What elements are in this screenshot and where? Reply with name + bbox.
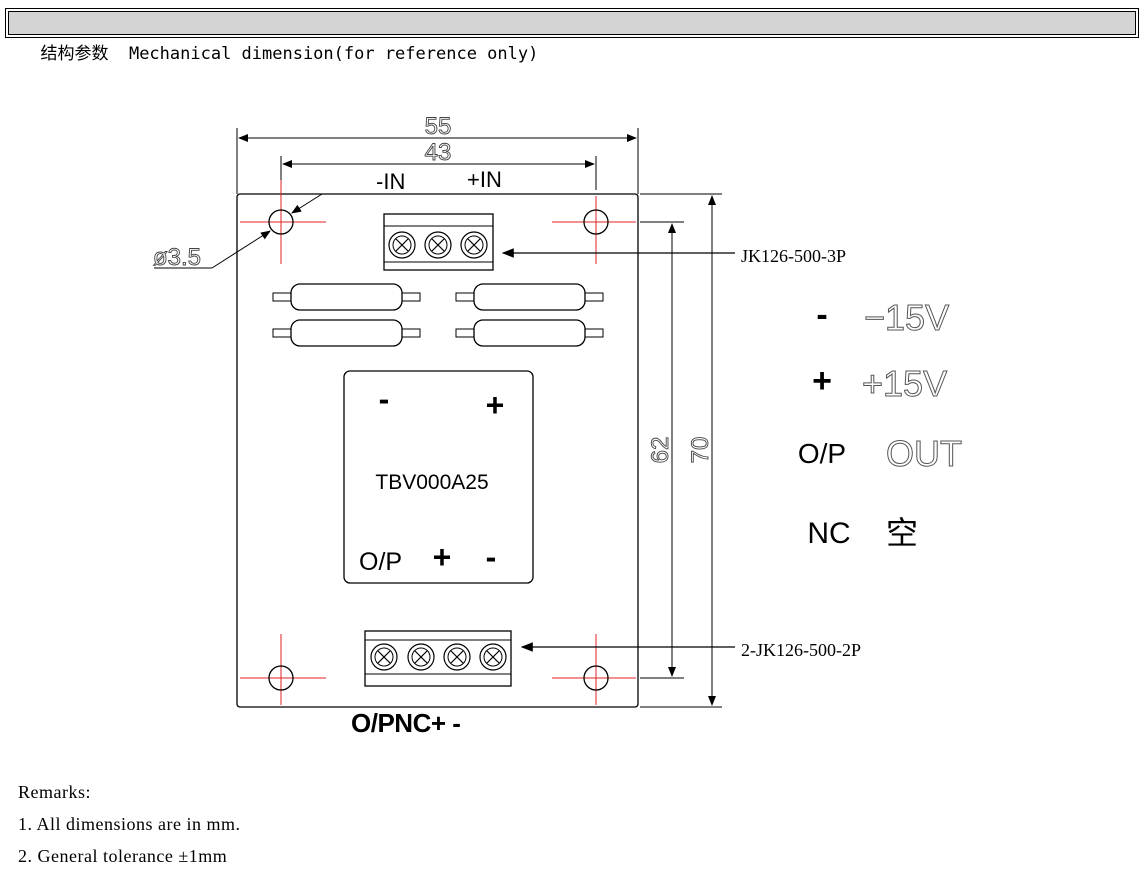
terminal-screw-icon: [370, 643, 398, 671]
terminal-screw-icon: [388, 231, 416, 259]
module-bottom-plus-label: +: [433, 539, 452, 575]
resistor-component: [455, 319, 604, 347]
terminal-screw-icon: [443, 643, 471, 671]
dim-width-label: 55: [425, 113, 452, 140]
legend-symbol: +: [812, 362, 832, 400]
remark-item: 2. General tolerance ±1mm: [18, 846, 228, 866]
section-header: 结构参数 Mechanical dimension(for reference …: [5, 8, 1139, 64]
legend-meaning: 空: [886, 515, 918, 551]
remark-item: 1. All dimensions are in mm.: [18, 814, 241, 834]
legend-meaning: +15V: [862, 363, 947, 404]
terminal-block-top: [383, 213, 494, 271]
connector-top-label: JK126-500-3P: [741, 246, 846, 266]
legend-symbol: O/P: [798, 438, 846, 469]
terminal-screw-icon: [479, 643, 507, 671]
legend-meaning: OUT: [886, 433, 962, 474]
resistor-component: [272, 283, 421, 311]
module-outline: [343, 370, 534, 584]
remarks-section: Remarks: 1. All dimensions are in mm. 2.…: [18, 776, 241, 872]
legend-meaning: −15V: [864, 297, 949, 338]
dim-hole-span-h-label: 43: [425, 139, 452, 166]
mounting-hole-bottom-left: [240, 634, 326, 705]
connector-bottom-label: 2-JK126-500-2P: [741, 640, 861, 660]
resistor-component: [455, 283, 604, 311]
legend-symbol: -: [816, 296, 827, 334]
input-minus-label: -IN: [376, 169, 405, 194]
hole-diameter-label: ø3.5: [153, 244, 201, 271]
mounting-hole-top-right: [552, 196, 636, 264]
module-plus-label: +: [486, 387, 505, 423]
terminal-screw-icon: [424, 231, 452, 259]
module-minus-label: -: [379, 381, 390, 417]
bottom-terminal-label: O/PNC+ -: [351, 708, 460, 738]
module-bottom-minus-label: -: [486, 539, 497, 575]
remarks-title: Remarks:: [18, 782, 91, 802]
dim-hole-span-v-label: 62: [647, 437, 674, 464]
terminal-block-bottom: [364, 630, 512, 687]
module-name-label: TBV000A25: [375, 471, 488, 494]
resistor-component: [272, 319, 421, 347]
mounting-hole-top-left: [240, 180, 326, 264]
mounting-hole-bottom-right: [552, 634, 636, 705]
dim-height-label: 70: [687, 437, 714, 464]
terminal-screw-icon: [407, 643, 435, 671]
legend-symbol: NC: [807, 517, 850, 550]
terminal-screw-icon: [460, 231, 488, 259]
input-plus-label: +IN: [467, 167, 502, 192]
section-title: 结构参数 Mechanical dimension(for reference …: [40, 44, 539, 64]
module-op-label: O/P: [359, 548, 402, 576]
board-outline: [236, 193, 639, 708]
hole-diameter-leader: [154, 193, 323, 269]
